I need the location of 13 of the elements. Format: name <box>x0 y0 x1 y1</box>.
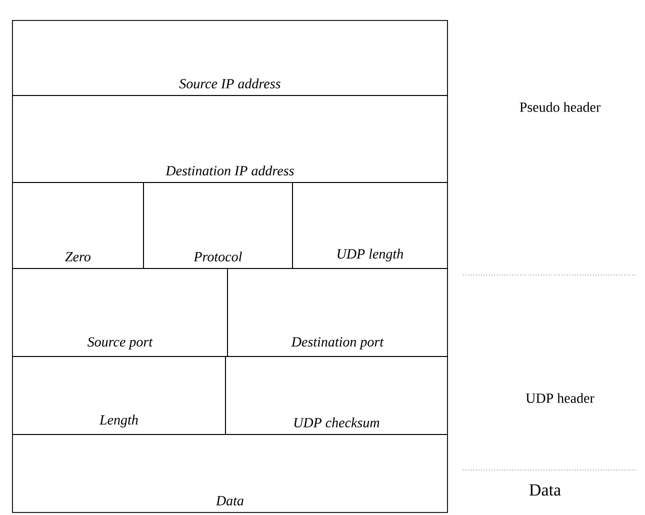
section-label: Pseudo header <box>520 102 601 112</box>
field-cell: Destination IP address <box>12 95 448 183</box>
field-cell: UDP checksum <box>225 356 448 435</box>
field-cell: Zero <box>12 182 144 269</box>
section-label: Data <box>529 484 561 496</box>
field-cell: UDP length <box>292 182 448 269</box>
field-cell: Length <box>12 356 226 435</box>
field-cell: Destination port <box>227 268 448 357</box>
section-label: UDP header <box>526 393 594 403</box>
field-cell: Protocol <box>143 182 293 269</box>
field-cell: Source IP address <box>12 20 448 96</box>
field-cell: Source port <box>12 268 228 357</box>
field-cell: Data <box>12 434 448 513</box>
